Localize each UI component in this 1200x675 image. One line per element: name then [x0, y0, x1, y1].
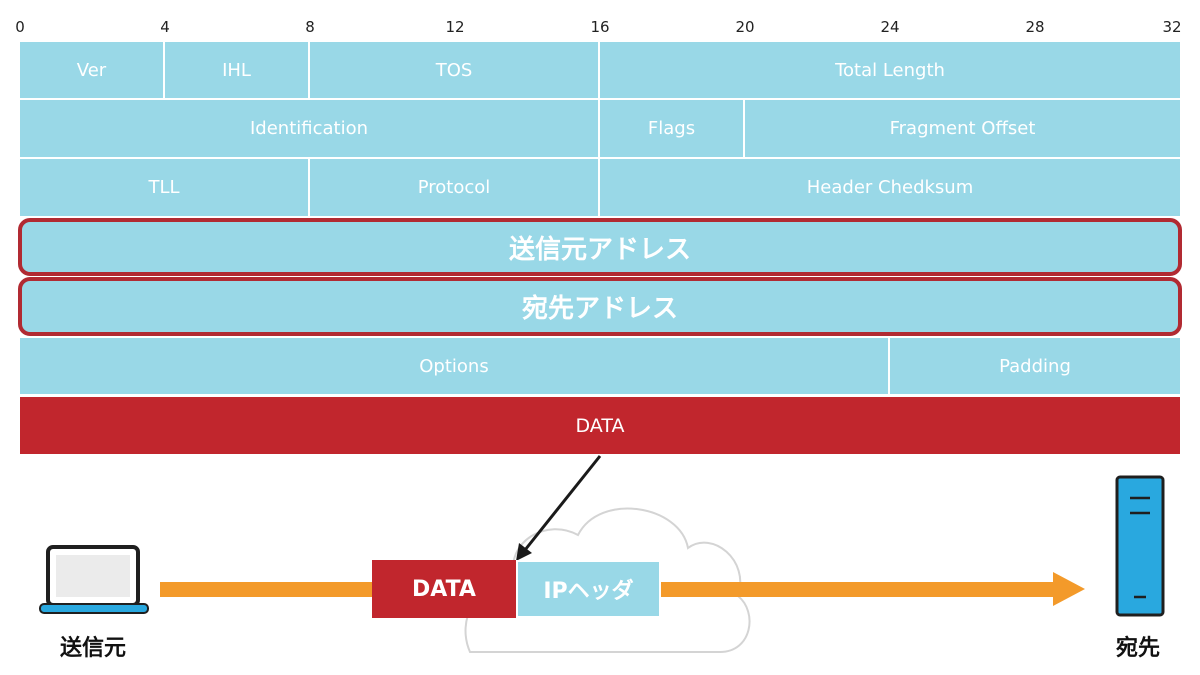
- field-protocol: Protocol: [310, 159, 600, 218]
- field-destination-address: 宛先アドレス: [18, 277, 1182, 336]
- laptop-icon: [39, 545, 149, 614]
- pointer-arrow-icon: [516, 455, 602, 561]
- server-icon: [1115, 475, 1165, 617]
- field-source-address: 送信元アドレス: [18, 218, 1182, 276]
- bit-tick: 0: [15, 18, 25, 36]
- bit-tick: 8: [305, 18, 315, 36]
- bit-tick: 28: [1025, 18, 1045, 36]
- field-ihl: IHL: [165, 42, 310, 100]
- field-ver: Ver: [20, 42, 165, 100]
- bit-tick: 12: [445, 18, 465, 36]
- arrow-icon: [160, 572, 1085, 606]
- field-options: Options: [20, 338, 890, 396]
- receiver-label: 宛先: [1116, 636, 1161, 661]
- bit-tick: 16: [590, 18, 610, 36]
- field-tos: TOS: [310, 42, 600, 100]
- packet-data: DATA: [372, 560, 516, 618]
- field-identification: Identification: [20, 100, 600, 159]
- field-header-checksum: Header Chedksum: [600, 159, 1180, 218]
- bit-tick: 20: [735, 18, 755, 36]
- field-ttl: TLL: [20, 159, 310, 218]
- bit-tick: 24: [880, 18, 900, 36]
- bit-tick: 4: [160, 18, 170, 36]
- field-fragment-offset: Fragment Offset: [745, 100, 1180, 159]
- bit-tick: 32: [1162, 18, 1182, 36]
- packet-ip-header: IPヘッダ: [516, 560, 661, 618]
- field-flags: Flags: [600, 100, 745, 159]
- field-total-length: Total Length: [600, 42, 1180, 100]
- field-padding: Padding: [890, 338, 1180, 396]
- sender-label: 送信元: [60, 636, 127, 661]
- field-data: DATA: [20, 397, 1180, 454]
